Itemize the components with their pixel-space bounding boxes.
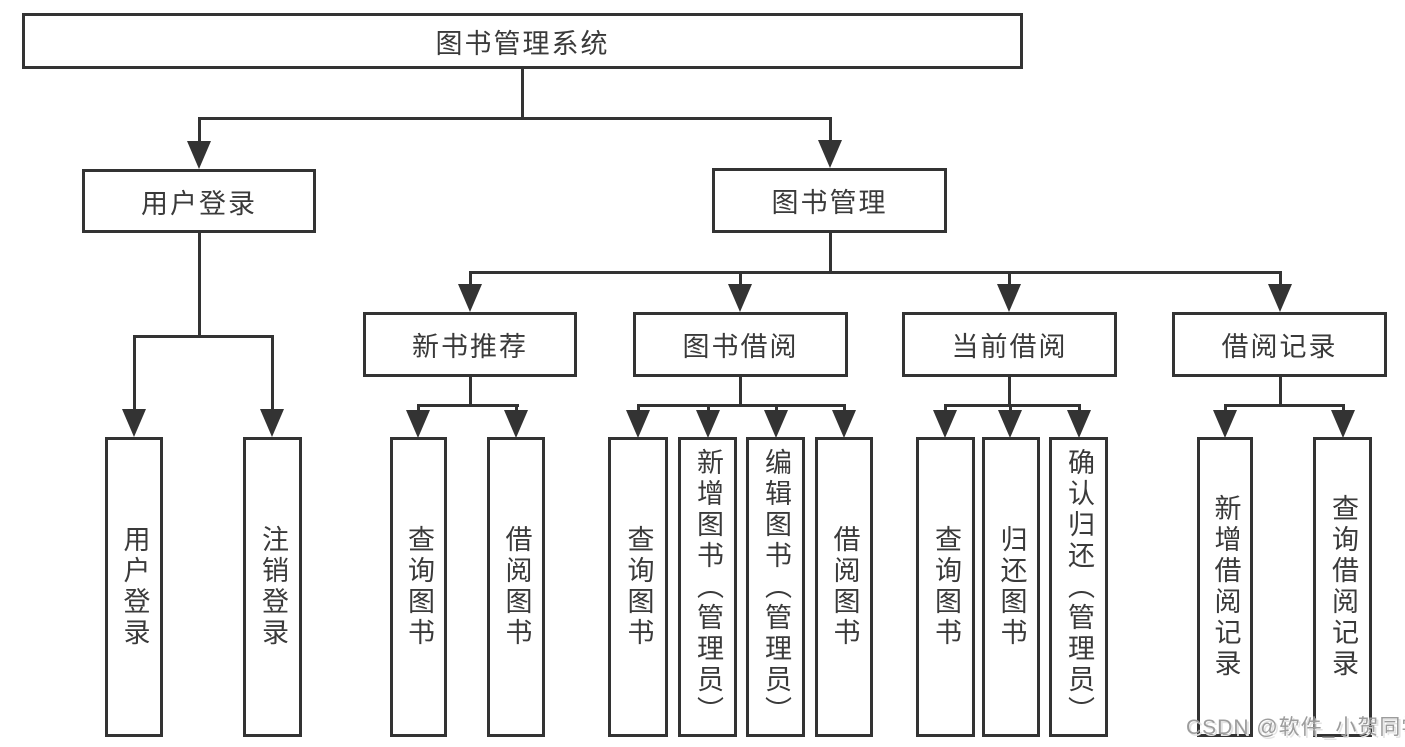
arrowhead-icon (997, 284, 1021, 312)
arrowhead-icon (998, 410, 1022, 438)
connector-vline (1279, 376, 1282, 407)
connector-vline (469, 376, 472, 407)
connector-vline (133, 335, 136, 415)
connector-hline (198, 117, 832, 120)
arrowhead-icon (122, 409, 146, 437)
connector-hline (637, 404, 846, 407)
connector-vline (829, 232, 832, 274)
leaf-add-borrow-record: 新增借阅记录 (1197, 437, 1253, 737)
leaf-return-books: 归还图书 (982, 437, 1040, 737)
connector-vline (521, 68, 524, 120)
arrowhead-icon (764, 410, 788, 438)
arrowhead-icon (1268, 284, 1292, 312)
leaf-label: 编辑图书（管理员） (761, 447, 791, 727)
leaf-user-login: 用户登录 (105, 437, 163, 737)
arrowhead-icon (728, 284, 752, 312)
connector-vline (1008, 271, 1011, 291)
arrowhead-icon (933, 410, 957, 438)
connector-vline (739, 376, 742, 407)
arrowhead-icon (818, 140, 842, 168)
node-user-login: 用户登录 (82, 169, 316, 233)
leaf-label: 确认归还（管理员） (1064, 447, 1094, 727)
leaf-query-borrow-record: 查询借阅记录 (1313, 437, 1372, 737)
arrowhead-icon (260, 409, 284, 437)
leaf-label: 查询借阅记录 (1328, 494, 1358, 680)
node-current-borrowing: 当前借阅 (902, 312, 1117, 377)
leaf-label: 借阅图书 (829, 525, 860, 649)
leaf-edit-books-admin: 编辑图书（管理员） (746, 437, 805, 737)
node-system-root: 图书管理系统 (22, 13, 1023, 69)
arrowhead-icon (832, 410, 856, 438)
connector-vline (829, 117, 832, 147)
node-new-book-recommendation: 新书推荐 (363, 312, 577, 377)
leaf-logout: 注销登录 (243, 437, 302, 737)
connector-vline (198, 117, 201, 147)
connector-hline (1224, 404, 1344, 407)
connector-vline (198, 232, 201, 338)
node-book-management: 图书管理 (712, 168, 947, 233)
arrowhead-icon (458, 284, 482, 312)
arrowhead-icon (1213, 410, 1237, 438)
leaf-label: 查询图书 (404, 525, 434, 649)
leaf-borrow-books-borrowing: 借阅图书 (815, 437, 873, 737)
leaf-label: 注销登录 (258, 525, 288, 649)
leaf-query-books-current: 查询图书 (916, 437, 975, 737)
connector-vline (739, 271, 742, 291)
leaf-borrow-books-recommendation: 借阅图书 (487, 437, 545, 737)
leaf-label: 用户登录 (119, 525, 150, 649)
node-borrowing-records: 借阅记录 (1172, 312, 1387, 377)
arrowhead-icon (1067, 410, 1091, 438)
connector-hline (133, 335, 274, 338)
arrowhead-icon (187, 141, 211, 169)
arrowhead-icon (1331, 410, 1355, 438)
connector-hline (417, 404, 519, 407)
node-book-borrowing: 图书借阅 (633, 312, 848, 377)
connector-hline (469, 271, 1282, 274)
leaf-confirm-return-admin: 确认归还（管理员） (1049, 437, 1108, 737)
arrowhead-icon (406, 410, 430, 438)
leaf-add-books-admin: 新增图书（管理员） (678, 437, 737, 737)
leaf-label: 新增图书（管理员） (693, 447, 723, 727)
arrowhead-icon (626, 410, 650, 438)
connector-vline (469, 271, 472, 291)
leaf-label: 查询图书 (931, 525, 961, 649)
connector-vline (1279, 271, 1282, 291)
leaf-query-books-recommendation: 查询图书 (390, 437, 447, 737)
leaf-query-books-borrowing: 查询图书 (608, 437, 668, 737)
connector-vline (1008, 376, 1011, 407)
csdn-watermark: CSDN @软件_小贺同学 (1186, 716, 1405, 739)
leaf-label: 归还图书 (996, 525, 1027, 649)
leaf-label: 新增借阅记录 (1210, 494, 1241, 680)
leaf-label: 查询图书 (623, 525, 654, 649)
connector-vline (271, 335, 274, 415)
arrowhead-icon (696, 410, 720, 438)
connector-hline (944, 404, 1081, 407)
leaf-label: 借阅图书 (501, 525, 532, 649)
arrowhead-icon (504, 410, 528, 438)
